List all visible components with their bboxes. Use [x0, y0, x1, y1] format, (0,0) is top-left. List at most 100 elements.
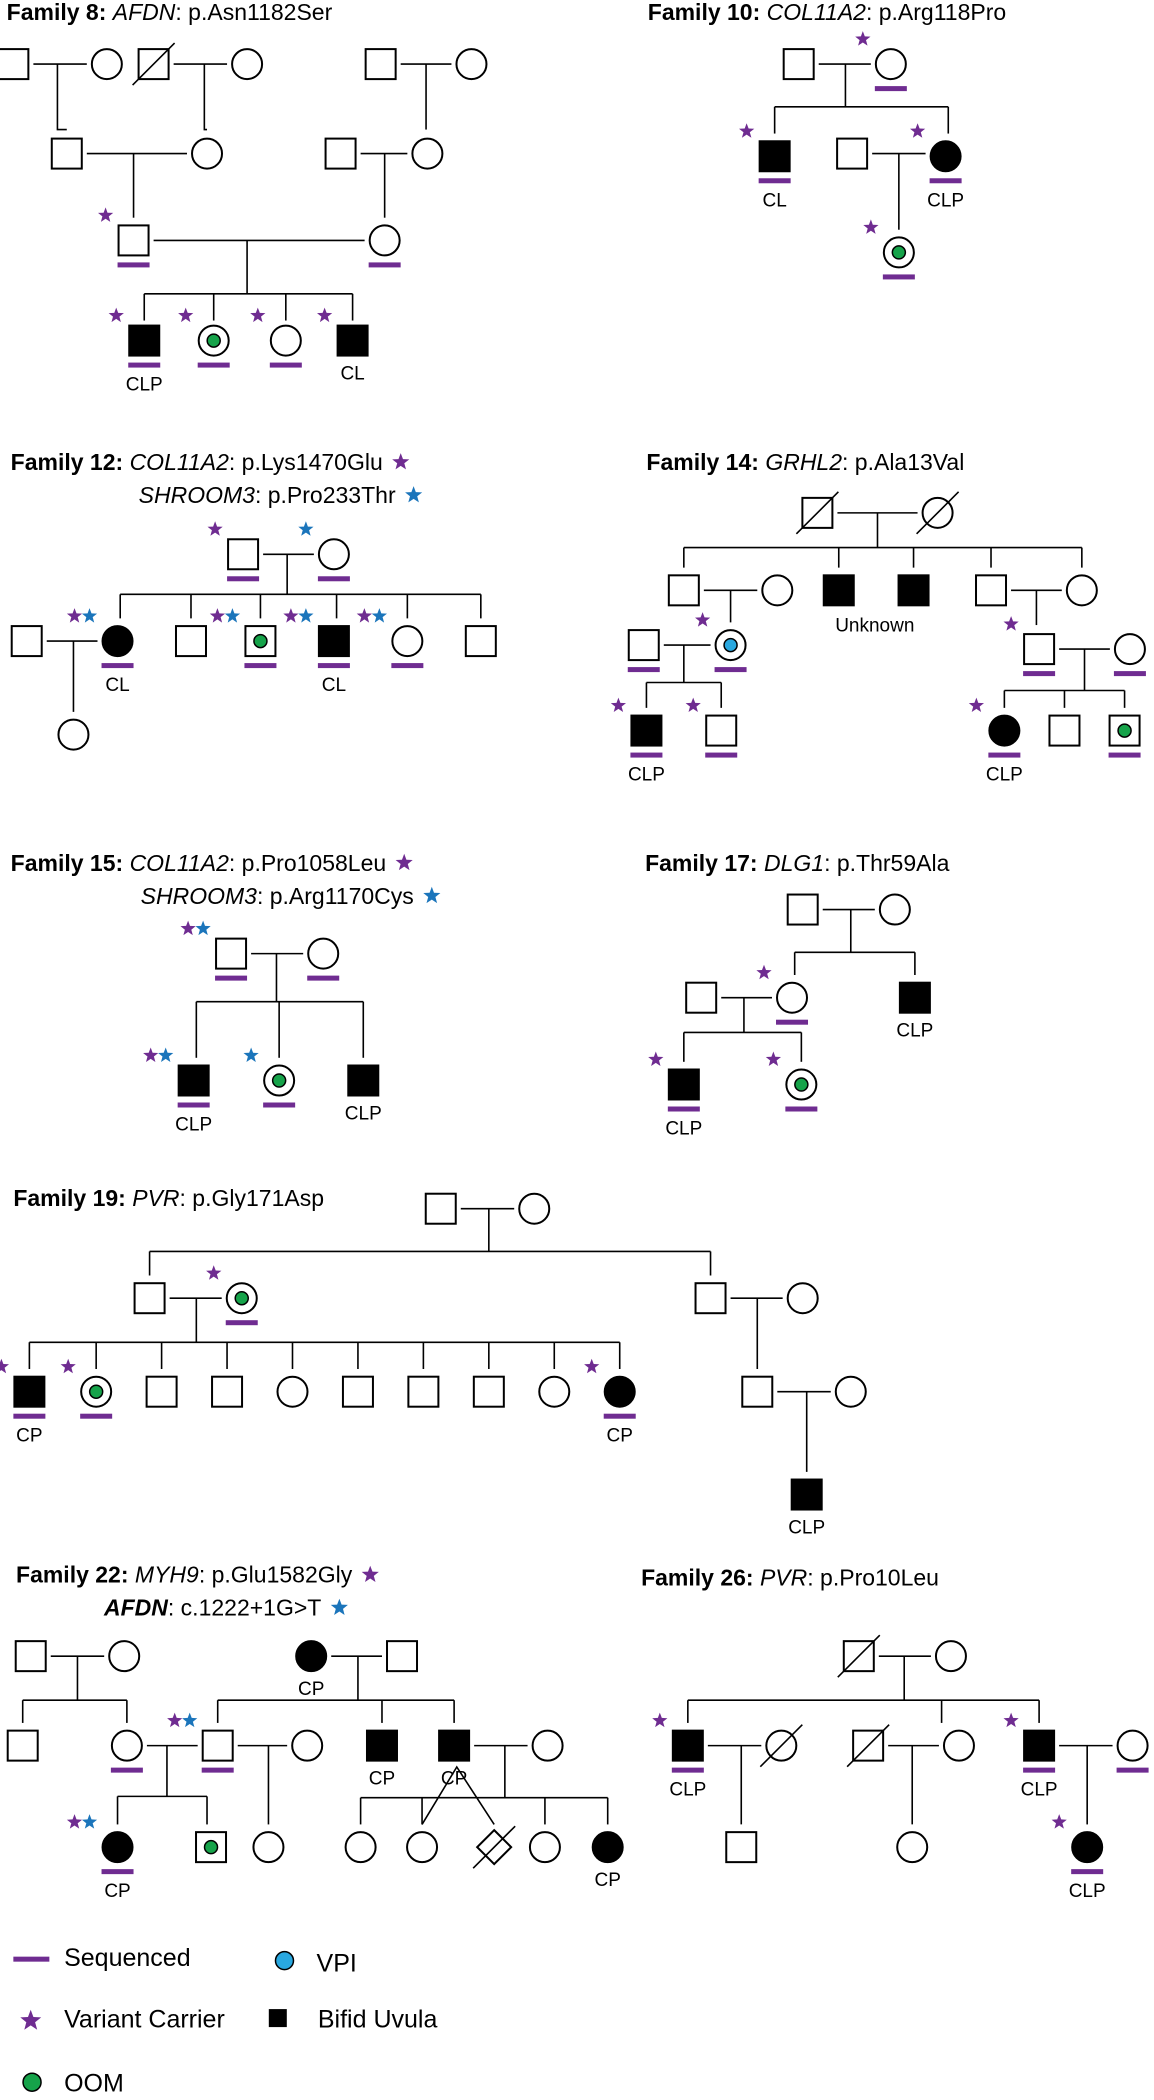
- gene-name: DLG1: [764, 850, 824, 876]
- female-symbol: [603, 1375, 636, 1408]
- variant-star: [98, 207, 114, 222]
- variant-star: [863, 219, 879, 234]
- variant-star: [756, 964, 772, 980]
- sequenced-bar: [215, 975, 248, 981]
- female-symbol: [101, 625, 134, 658]
- gene-name: SHROOM3: [139, 482, 256, 508]
- family-heading: Family 22:: [16, 1562, 135, 1588]
- deceased-slash: [472, 1825, 516, 1869]
- female-symbol: [518, 1192, 551, 1225]
- deceased-slash: [837, 1634, 881, 1678]
- sequenced-bar: [244, 663, 277, 669]
- gene-name: PVR: [760, 1564, 807, 1590]
- legend-label: Bifid Uvula: [318, 2005, 438, 2033]
- male-symbol: [630, 714, 663, 747]
- family-title: Family 26: PVR: p.Pro10Leu: [641, 1564, 939, 1590]
- female-symbol: [57, 718, 90, 751]
- sequenced-bar: [197, 362, 230, 368]
- family-heading: Family 26:: [641, 1564, 760, 1590]
- sequenced-bar: [705, 752, 738, 758]
- female-symbol: [591, 1831, 624, 1864]
- male-symbol: [324, 137, 357, 170]
- female-symbol: [934, 1640, 967, 1673]
- legend-label: Sequenced: [64, 1944, 191, 1972]
- variant-star: [207, 521, 223, 536]
- male-symbol: [177, 1064, 210, 1097]
- male-symbol: [464, 625, 497, 658]
- sequenced-bar: [101, 663, 134, 669]
- oom-marker: [794, 1077, 809, 1092]
- variant-star: [1003, 616, 1019, 631]
- variant-carrier-legend-swatch: [20, 2009, 42, 2030]
- variant-star: [910, 123, 926, 138]
- male-symbol: [1023, 1729, 1056, 1762]
- gene-name: AFDN: [111, 0, 176, 25]
- phenotype-label: CP: [594, 1870, 620, 1891]
- variant-star: [178, 307, 194, 323]
- variant-star: [143, 1047, 159, 1062]
- variant-star: [652, 1712, 668, 1728]
- sequenced-bar: [785, 1106, 818, 1112]
- deceased-slash: [132, 42, 176, 86]
- sequenced-bar: [1108, 752, 1141, 758]
- family-title: AFDN: c.1222+1G>T: [103, 1595, 321, 1621]
- variant-star: [167, 1712, 183, 1728]
- variant-star: [243, 1047, 259, 1062]
- gene-name: COL11A2: [130, 449, 230, 475]
- family-title: SHROOM3: p.Arg1170Cys: [141, 883, 414, 909]
- oom-marker: [88, 1384, 104, 1399]
- family-heading: Family 8:: [7, 0, 113, 25]
- sequenced-bar: [263, 1102, 296, 1108]
- female-symbol: [786, 1282, 819, 1315]
- male-symbol: [145, 1375, 178, 1408]
- variant-name: : p.Arg1170Cys: [257, 883, 414, 909]
- male-symbol: [671, 1729, 704, 1762]
- variant-star: [81, 1814, 98, 1829]
- sequenced-bar: [988, 752, 1021, 758]
- male-symbol: [215, 937, 248, 970]
- sequenced-bar: [391, 663, 424, 669]
- oom-marker: [891, 245, 907, 260]
- male-symbol: [336, 324, 369, 357]
- female-symbol: [538, 1375, 571, 1408]
- variant-name: : p.Asn1182Ser: [175, 0, 332, 25]
- variant-star: [695, 612, 711, 627]
- female-symbol: [90, 48, 123, 81]
- sequenced-bar: [667, 1106, 700, 1112]
- variant-star: [855, 31, 871, 46]
- male-symbol: [1108, 714, 1141, 747]
- male-symbol: [365, 1729, 398, 1762]
- sequenced-bar: [882, 274, 915, 280]
- oom-marker: [206, 333, 221, 348]
- sequenced-legend-swatch: [13, 1956, 50, 1962]
- male-symbol: [128, 324, 161, 357]
- male-symbol: [50, 137, 83, 170]
- sequenced-bar: [80, 1413, 113, 1419]
- sequenced-bar: [776, 1019, 809, 1025]
- male-symbol: [472, 1375, 505, 1408]
- family-title: Family 22: MYH9: p.Glu1582Gly: [16, 1562, 353, 1588]
- female-symbol: [988, 714, 1021, 747]
- male-symbol: [782, 48, 815, 81]
- gene-name: SHROOM3: [141, 883, 258, 909]
- sequenced-bar: [1113, 671, 1146, 677]
- phenotype-label: CP: [104, 1881, 130, 1902]
- oom-legend-swatch: [22, 2072, 42, 2092]
- sequenced-bar: [227, 576, 260, 582]
- variant-star: [405, 486, 423, 503]
- oom-marker: [1117, 723, 1132, 738]
- male-symbol: [133, 1282, 166, 1315]
- male-symbol: [975, 574, 1008, 607]
- female-symbol: [834, 1375, 867, 1408]
- oom-marker: [203, 1839, 219, 1855]
- sequenced-bar: [201, 1767, 234, 1773]
- family-heading: Family 15:: [11, 850, 130, 876]
- sequenced-bar: [874, 86, 907, 92]
- variant-name: : p.Pro1058Leu: [229, 850, 386, 876]
- sequenced-bar: [307, 975, 340, 981]
- variant-star: [584, 1358, 600, 1374]
- gene-name: AFDN: [103, 1595, 168, 1621]
- male-symbol: [13, 1375, 46, 1408]
- female-symbol: [1065, 574, 1098, 607]
- oom-marker: [253, 633, 268, 649]
